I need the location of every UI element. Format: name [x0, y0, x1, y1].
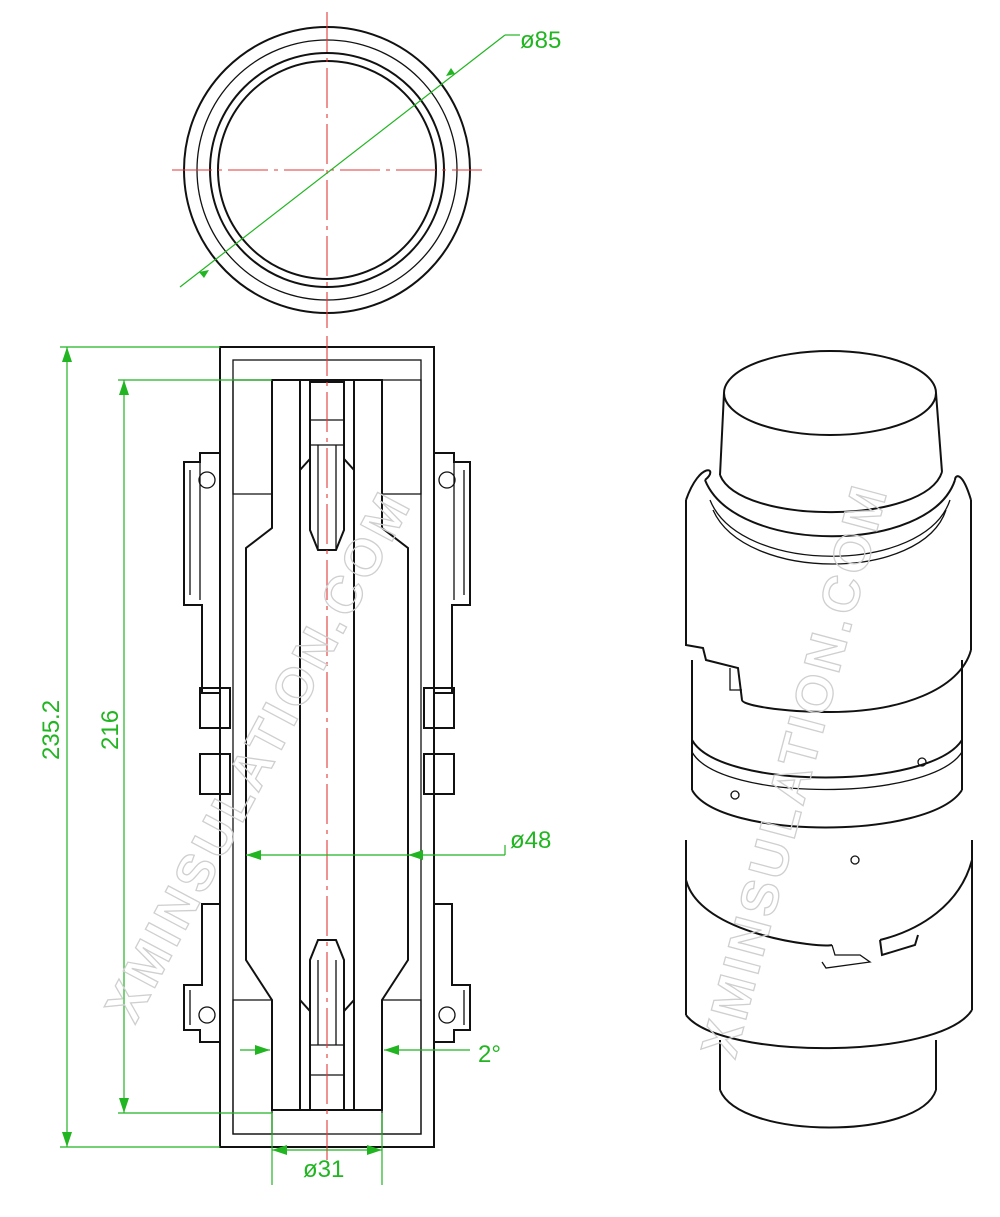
diameter-85-dimension: ø85: [179, 27, 561, 288]
dim-taper-angle: 2°: [478, 1041, 501, 1068]
isometric-view: [685, 350, 973, 1129]
dimension-235-2: 235.2: [38, 346, 220, 1148]
dimension-31: ø31: [271, 1113, 383, 1185]
dimension-216: 216: [97, 379, 272, 1114]
dim-inner-length: 216: [97, 710, 124, 750]
watermark-left: XMINSULATION.COM: [94, 481, 423, 1031]
section-view: [183, 336, 471, 1160]
dimension-48: ø48: [246, 827, 551, 860]
top-end-view: [172, 12, 482, 328]
dimension-2-degree: 2°: [240, 1041, 501, 1068]
dim-inner-diameter: ø48: [510, 827, 551, 854]
dim-overall-length: 235.2: [38, 700, 65, 760]
dim-shaft-diameter: ø31: [303, 1156, 344, 1183]
watermark-right: XMINSULATION.COM: [691, 477, 900, 1064]
dim-outer-diameter: ø85: [520, 27, 561, 54]
